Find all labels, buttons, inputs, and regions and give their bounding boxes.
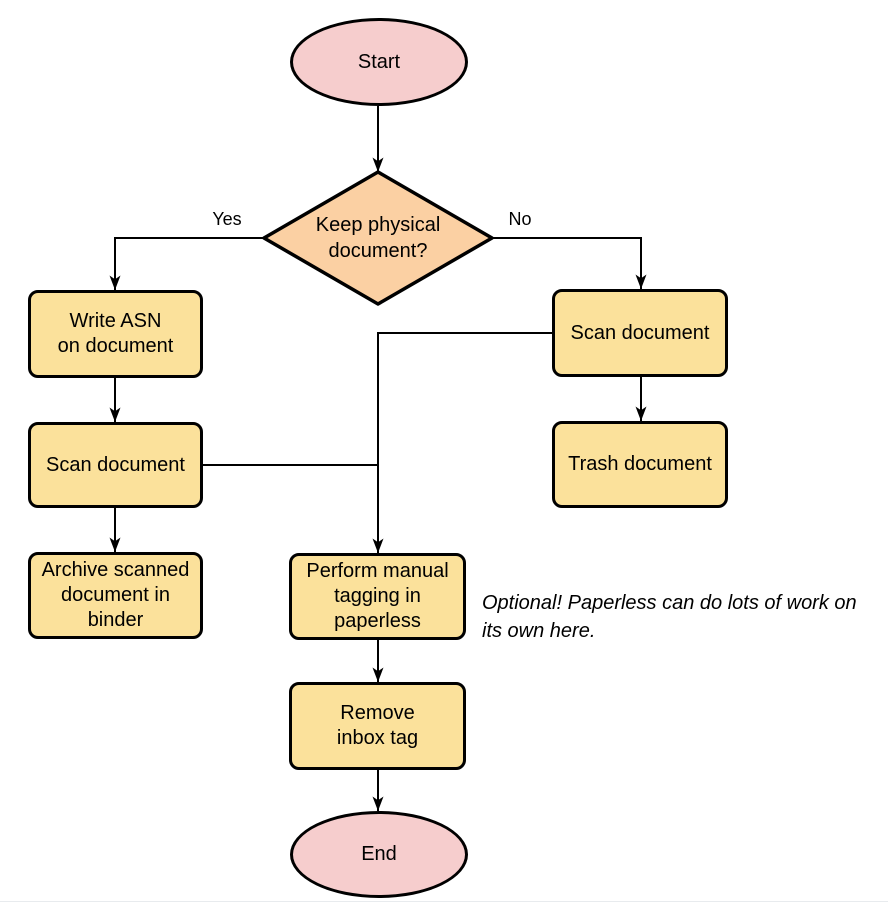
edge-label-no: No bbox=[508, 208, 532, 229]
node-scan-document-right: Scan document bbox=[552, 289, 728, 377]
decision-diamond-shape bbox=[262, 170, 494, 306]
node-remove-inbox-tag: Remove inbox tag bbox=[289, 682, 466, 770]
edge-decision-yes-to-write-asn bbox=[109, 237, 264, 290]
edge-label-yes: Yes bbox=[212, 208, 242, 229]
optional-note: Optional! Paperless can do lots of work … bbox=[482, 592, 857, 642]
node-write-asn: Write ASN on document bbox=[28, 290, 203, 378]
node-trash-document-label: Trash document bbox=[568, 453, 712, 475]
node-end-label: End bbox=[361, 843, 397, 865]
edge-decision-no-to-scan-right bbox=[492, 237, 647, 289]
node-write-asn-label: Write ASN on document bbox=[57, 310, 174, 357]
node-scan-document-left-label: Scan document bbox=[46, 453, 185, 476]
node-end: End bbox=[290, 811, 468, 898]
node-archive-binder-label: Archive scanned document in binder bbox=[41, 559, 190, 631]
node-scan-document-right-label: Scan document bbox=[570, 321, 710, 344]
node-manual-tagging: Perform manual tagging in paperless bbox=[289, 553, 466, 640]
node-start: Start bbox=[290, 18, 468, 106]
edge-scan-right-to-tagging bbox=[372, 332, 552, 553]
node-manual-tagging-label: Perform manual tagging in paperless bbox=[306, 560, 449, 632]
node-remove-inbox-tag-label: Remove inbox tag bbox=[336, 702, 419, 749]
node-decision-label: Keep physical document? bbox=[315, 214, 441, 262]
bottom-divider bbox=[0, 901, 888, 902]
node-trash-document: Trash document bbox=[552, 421, 728, 508]
node-start-label: Start bbox=[357, 50, 401, 73]
node-scan-document-left: Scan document bbox=[28, 422, 203, 508]
node-archive-binder: Archive scanned document in binder bbox=[28, 552, 203, 639]
